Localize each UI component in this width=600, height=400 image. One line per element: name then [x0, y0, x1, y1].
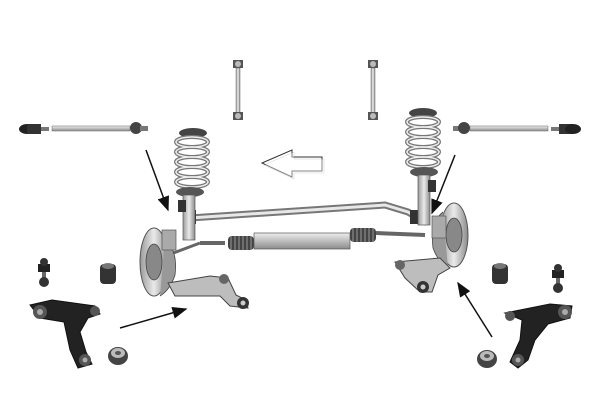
brake-disc-hub-left — [139, 227, 177, 297]
callout-arrow-arm-left — [119, 306, 188, 329]
callout-arrow-arm-right — [457, 281, 493, 338]
callout-arrow-strut-left — [145, 149, 169, 212]
lower-control-arm-installed-left — [167, 274, 249, 309]
ball-joint-left — [38, 258, 50, 287]
stabilizer-bar — [186, 201, 429, 226]
control-arm-loose-left — [29, 299, 101, 369]
coil-spring-strut-left — [174, 128, 210, 241]
control-arm-loose-right — [503, 303, 573, 369]
stabilizer-link-right — [368, 60, 378, 120]
lower-control-arm-installed-right — [394, 257, 451, 293]
ball-joint-right — [552, 264, 564, 293]
tie-rod-assembly-left — [19, 122, 148, 134]
coil-spring-strut-right — [405, 108, 441, 226]
tie-rod-assembly-right — [453, 122, 581, 134]
bushing-left — [100, 263, 116, 284]
forward-arrow — [260, 149, 325, 180]
arm-bushing-right — [477, 350, 497, 368]
brake-disc-hub-right — [431, 202, 469, 269]
callout-arrows — [119, 149, 493, 338]
stabilizer-link-left — [233, 60, 243, 120]
steering-rack-with-boots — [167, 228, 426, 257]
arm-bushing-left — [108, 347, 128, 365]
callout-arrow-strut-right — [431, 154, 456, 215]
bushing-right — [492, 263, 508, 284]
